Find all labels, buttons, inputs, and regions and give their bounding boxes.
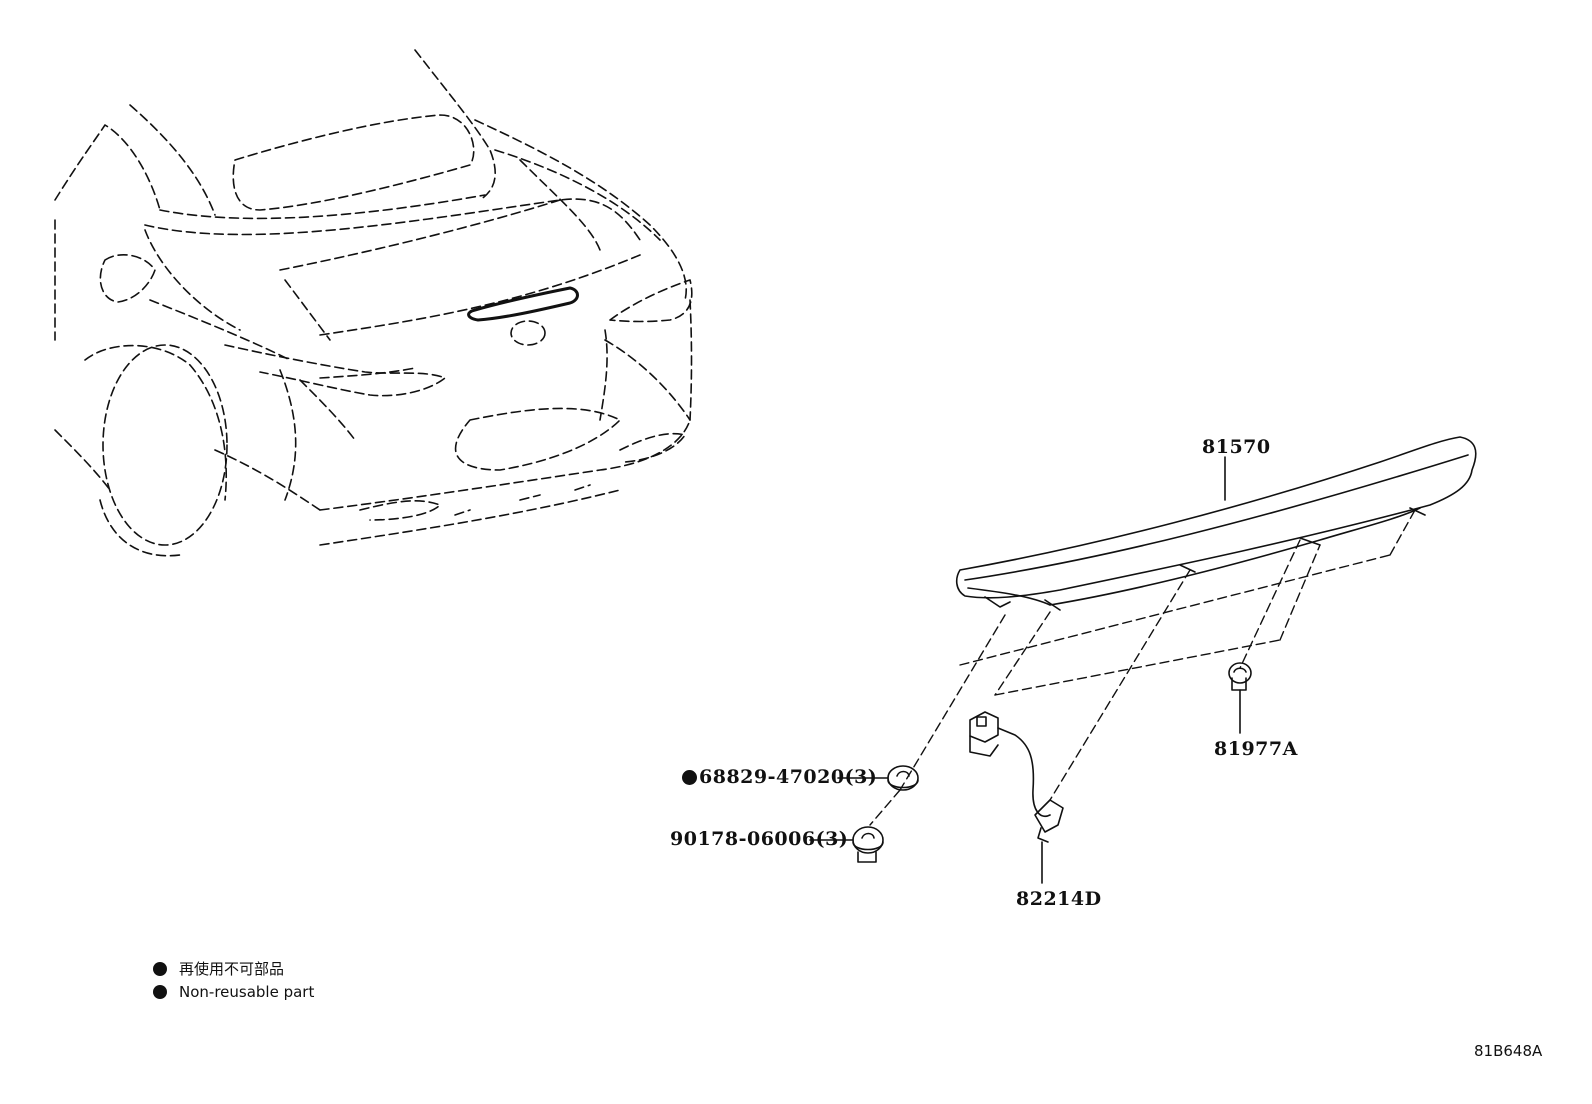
car-rear-illustration (54, 49, 693, 557)
callout-81977a: 81977A (1214, 738, 1298, 760)
legend-dot-icon (153, 961, 167, 976)
callout-68829-47020-text: 68829-47020(3) (699, 766, 878, 788)
assembly-guide-lines (869, 509, 1416, 826)
non-reusable-dot-icon (682, 770, 697, 785)
callout-68829-47020: 68829-47020(3) (682, 766, 877, 788)
legend-ja: 再使用不可部品 (153, 958, 284, 979)
legend-ja-text: 再使用不可部品 (179, 960, 285, 978)
stop-lamp-assembly (955, 436, 1477, 611)
callout-82214d: 82214D (1016, 888, 1102, 910)
legend-dot-icon (153, 985, 167, 999)
callout-81570: 81570 (1202, 436, 1271, 458)
stop-lamp-highlight (467, 286, 579, 322)
diagram-code: 81B648A (1474, 1042, 1543, 1060)
screw-part (852, 826, 884, 863)
grommet-part (887, 765, 919, 791)
wire-harness-part (969, 711, 1064, 843)
clip-81977a-part (1228, 662, 1252, 691)
callout-90178-06006: 90178-06006(3) (670, 828, 849, 850)
legend-en: Non-reusable part (153, 983, 314, 1001)
legend-en-text: Non-reusable part (179, 983, 315, 1001)
